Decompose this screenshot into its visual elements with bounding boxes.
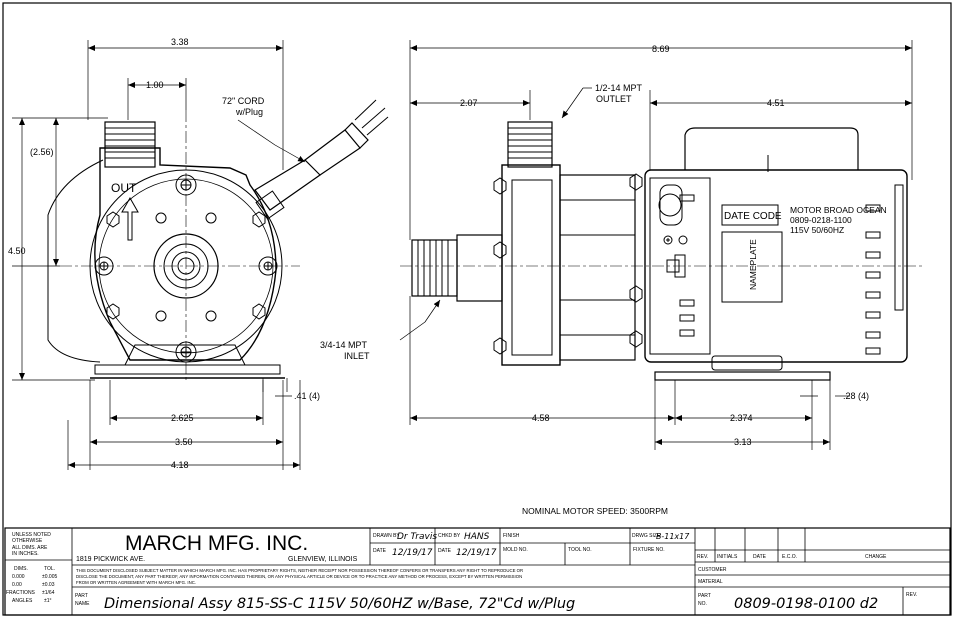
finish-label: FINISH: [503, 533, 520, 539]
tol-row-3-b: ±1/64: [42, 590, 55, 596]
customer-label: CUSTOMER: [698, 567, 727, 573]
tol-row-2-a: 0.00: [12, 582, 22, 588]
dim-height-450: 4.50: [8, 246, 26, 256]
company-city: GLENVIEW, ILLINOIS: [288, 556, 358, 563]
date-value-1: 12/19/17: [392, 548, 433, 558]
dim-motor-length: 4.51: [767, 98, 785, 108]
drawn-by-value: Dr Travis: [397, 532, 437, 542]
motor-info-line3: 115V 50/60HZ: [790, 225, 844, 235]
outlet-label-line2: OUTLET: [596, 94, 632, 104]
tol-head-tol: TOL.: [44, 566, 55, 572]
date-label-1: DATE: [373, 548, 387, 554]
tol-row-2-b: ±0.03: [42, 582, 55, 588]
dim-overall-length: 8.69: [652, 44, 670, 54]
fixture-label: FIXTURE NO.: [633, 547, 665, 553]
tool-label: TOOL NO.: [568, 547, 592, 553]
legal-line-2: DISCLOSE THE DOCUMENT, ANY PART THEREOF,…: [76, 574, 522, 579]
front-view: [47, 99, 389, 380]
date-label-2: DATE: [438, 548, 452, 554]
tol-row-4-a: ANGLES: [12, 598, 33, 604]
motor-info-line1: MOTOR BROAD OCEAN: [790, 205, 887, 215]
part-name-value: Dimensional Assy 815-SS-C 115V 50/60HZ w…: [104, 596, 575, 612]
legal-line-3: FROM OR WRITTEN AGREEMENT WITH MARCH MFG…: [76, 580, 196, 585]
part-no-label-1: PART: [698, 593, 711, 599]
tol-row-4-b: ±1°: [44, 598, 52, 604]
tol-note-1: UNLESS NOTED: [12, 532, 51, 538]
part-name-label-1: PART: [75, 593, 88, 599]
inlet-label-line1: 3/4-14 MPT: [320, 340, 368, 350]
chkd-by-value: HANS: [464, 532, 490, 542]
part-no-value: 0809-0198-0100 d2: [734, 596, 878, 612]
drwg-size-value: B-11x17: [656, 532, 690, 541]
rev-header-eco: E.C.O.: [782, 554, 797, 560]
date-code-label: DATE CODE: [724, 211, 782, 222]
dim-base-length: 3.13: [734, 437, 752, 447]
side-view-dimensions: [399, 40, 913, 450]
part-no-label-2: NO.: [698, 601, 707, 607]
tol-row-1-a: 0.000: [12, 574, 25, 580]
out-label: OUT: [111, 181, 137, 195]
outlet-label-line1: 1/2-14 MPT: [595, 83, 643, 93]
dim-foot-hole: .28 (4): [843, 391, 869, 401]
rev-header-rev: REV.: [697, 554, 708, 560]
dim-hole-spacing: 2.625: [171, 413, 194, 423]
tol-note-4: IN INCHES.: [12, 551, 39, 557]
dim-overall-width-left: 3.38: [171, 37, 189, 47]
tol-row-3-a: FRACTIONS: [6, 590, 36, 596]
front-view-dimensions: [12, 40, 306, 470]
rev-label: REV.: [906, 592, 917, 598]
part-name-label-2: NAME: [75, 601, 90, 607]
side-view: [400, 121, 925, 381]
inlet-label-line2: INLET: [344, 351, 370, 361]
tol-note-3: ALL DIMS. ARE: [12, 545, 48, 551]
company-address: 1819 PICKWICK AVE.: [76, 556, 145, 563]
company-name: MARCH MFG. INC.: [125, 532, 308, 555]
mold-label: MOLD NO.: [503, 547, 528, 553]
dim-shaft-offset: 1.00: [146, 80, 164, 90]
rev-header-initials: INITIALS: [717, 554, 738, 560]
material-label: MATERIAL: [698, 579, 723, 585]
dim-foot-spacing: 2.374: [730, 413, 753, 423]
chkd-by-label: CHKD BY: [438, 533, 461, 539]
dim-hole-dia: .41 (4): [294, 391, 320, 401]
title-block-grid: [4, 527, 951, 616]
drwg-size-label: DRWG SIZE: [632, 533, 661, 539]
tol-row-1-b: ±0.005: [42, 574, 57, 580]
legal-line-1: THIS DOCUMENT DISCLOSED SUBJECT MATTER I…: [76, 568, 523, 573]
dim-base-width: 3.50: [175, 437, 193, 447]
dim-overall-base: 4.18: [171, 460, 189, 470]
cord-label-line1: 72" CORD: [222, 96, 265, 106]
motor-speed-note: NOMINAL MOTOR SPEED: 3500RPM: [522, 506, 668, 516]
dim-outlet-offset: 2.07: [460, 98, 478, 108]
rev-header-change: CHANGE: [865, 554, 887, 560]
tol-note-2: OTHERWISE: [12, 538, 43, 544]
date-value-2: 12/19/17: [456, 548, 497, 558]
tol-head-dims: DIMS.: [14, 566, 28, 572]
rev-header-date: DATE: [753, 554, 767, 560]
dim-height-256: (2.56): [30, 147, 54, 157]
motor-info-line2: 0809-0218-1100: [790, 215, 852, 225]
nameplate-label: NAMEPLATE: [748, 239, 758, 290]
cord-label-line2: w/Plug: [235, 107, 263, 117]
dim-inlet-to-foot: 4.58: [532, 413, 550, 423]
drawn-by-label: DRAWN BY: [373, 533, 400, 539]
